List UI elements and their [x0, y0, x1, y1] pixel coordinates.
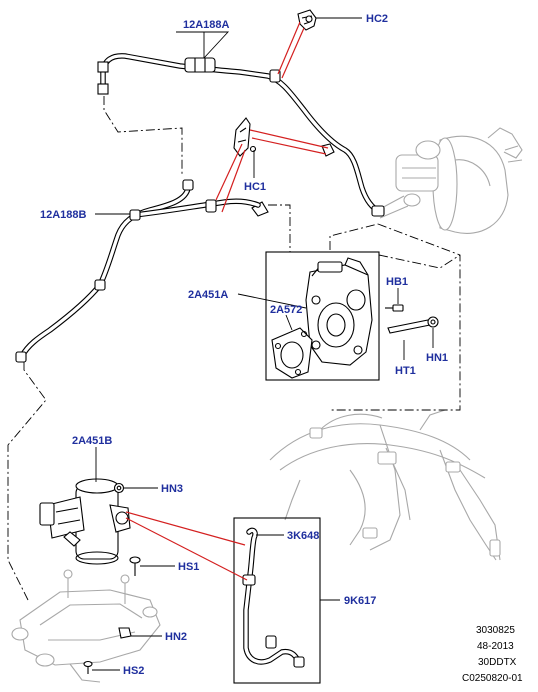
- wiring-harness-ghost: [269, 409, 501, 561]
- reference-line-4: C0250820-01: [462, 673, 523, 684]
- reference-line-1: 3030825: [476, 625, 515, 636]
- vacuum-hose-lower: [15, 179, 261, 363]
- brake-booster-ghost: [377, 127, 523, 234]
- red-leader-lines: [125, 21, 329, 581]
- bolt-hb1-part: [385, 304, 404, 312]
- callout-hn3: HN3: [161, 483, 183, 495]
- reference-line-2: 48-2013: [477, 641, 514, 652]
- mechanical-pump-2a451a-part: [305, 257, 373, 366]
- vacuum-hose-upper: [97, 53, 385, 217]
- screw-hs1-part: [129, 556, 141, 576]
- callout-hs2: HS2: [123, 665, 144, 677]
- mounting-bracket-ghost: [11, 569, 161, 683]
- callout-12a188b: 12A188B: [40, 209, 87, 221]
- callout-hc1: HC1: [244, 181, 266, 193]
- nut-hn1-part: [427, 316, 439, 328]
- nut-hn2-part: [118, 627, 132, 639]
- screw-hs2-part: [83, 660, 93, 674]
- connection-lines: [7, 96, 461, 601]
- vacuum-pipe-frame: [233, 517, 321, 684]
- black-leader-lines: [92, 17, 434, 671]
- callout-2a572: 2A572: [270, 304, 302, 316]
- mechanical-pump-frame: [265, 251, 380, 381]
- callout-3k648: 3K648: [287, 530, 319, 542]
- callout-hc2: HC2: [366, 13, 388, 25]
- gasket-2a572-part: [271, 327, 313, 379]
- hose-connectors: [251, 143, 335, 217]
- callout-2a451b: 2A451B: [72, 435, 112, 447]
- callout-12a188a: 12A188A: [183, 19, 230, 31]
- callout-9k617: 9K617: [344, 595, 376, 607]
- reference-block: 3030825 48-2013 30DDTX C0250820-01: [462, 625, 523, 684]
- reference-line-3: 30DDTX: [478, 657, 517, 668]
- callout-hn1: HN1: [426, 352, 448, 364]
- stud-ht1-part: [387, 319, 431, 334]
- clip-hc1-part: [233, 117, 257, 157]
- callout-hb1: HB1: [386, 276, 408, 288]
- clip-hc2-part: [297, 9, 317, 31]
- callout-ht1: HT1: [395, 365, 416, 377]
- nut-hn3-part: [113, 482, 125, 494]
- electric-pump-2a451b-part: [39, 478, 131, 565]
- callout-hs1: HS1: [178, 561, 199, 573]
- vacuum-pipe-9k617-part: [242, 527, 305, 668]
- callout-hn2: HN2: [165, 631, 187, 643]
- callout-2a451a: 2A451A: [188, 289, 228, 301]
- callout-labels: 12A188A HC2 HC1 12A188B 2A451A 2A572 HB1…: [40, 13, 448, 677]
